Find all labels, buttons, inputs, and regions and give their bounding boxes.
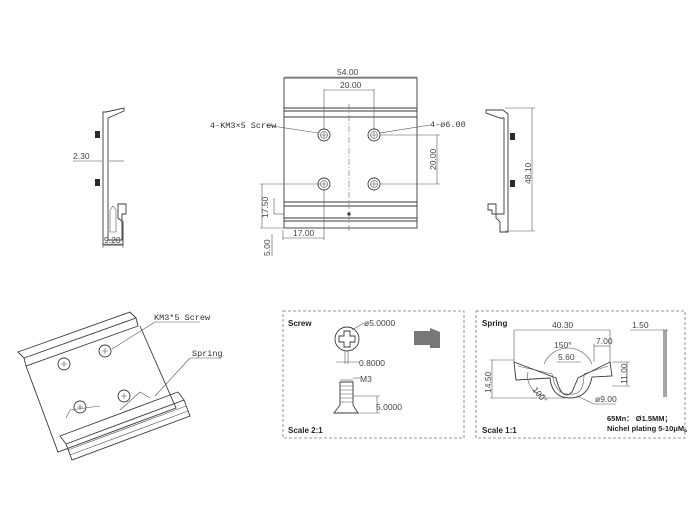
screw-thread: M3 xyxy=(360,374,372,384)
screw-marker xyxy=(95,131,100,138)
dim-width: 54.00 xyxy=(337,67,359,77)
dim-depth: 9.20 xyxy=(104,235,121,245)
screw-head xyxy=(117,389,131,403)
screw-callout: 4-KM3×5 Screw xyxy=(210,121,277,131)
left-side-view: 2.30 9.20 xyxy=(73,107,127,248)
screw-scale: Scale 2:1 xyxy=(288,426,323,435)
spring-tab-width: 7.00 xyxy=(596,336,613,346)
screw-head xyxy=(98,344,112,358)
screw-detail-title: Screw xyxy=(288,319,312,328)
dim-thickness: 2.30 xyxy=(73,151,90,161)
screw-marker xyxy=(510,180,515,187)
dim-height-lower: 17.50 xyxy=(260,196,270,218)
hole-callout: 4-ø6.00 xyxy=(430,120,466,130)
spring-slot-width: 5.60 xyxy=(558,352,575,362)
screw-slot-width: 0.8000 xyxy=(359,358,385,368)
screw-head-diameter: ø5.0000 xyxy=(364,318,395,328)
spring-bend-diameter: ø9.00 xyxy=(595,394,617,404)
front-view: 54.00 20.00 20.00 4-KM3×5 Screw 4-ø6.00 … xyxy=(210,67,466,256)
spring-inner-height: 11.00 xyxy=(619,363,629,384)
screw-hole xyxy=(317,128,331,142)
spring-scale: Scale 1:1 xyxy=(482,426,517,435)
iso-screw-callout: KM3*5 Screw xyxy=(154,313,211,323)
screw-detail-box: Screw ø5.0000 0.8000 M3 5.0000 Scale 2:1 xyxy=(282,310,465,439)
right-side-view: 48.10 xyxy=(485,107,535,233)
screw-marker xyxy=(510,133,515,140)
spring-detail-box: Spring 40.30 150° 7.00 5.60 14.50 11.00 … xyxy=(475,310,692,439)
iso-spring-callout: Spring xyxy=(192,349,223,359)
dim-hole-spacing-h: 20.00 xyxy=(340,80,362,90)
isometric-view: KM3*5 Screw Spring xyxy=(17,311,223,461)
spring-detail-title: Spring xyxy=(482,319,507,328)
dim-hole-spacing-v: 20.00 xyxy=(428,148,438,170)
spring-plating: Nichel plating 5-10μM。 xyxy=(607,424,692,433)
screw-hole xyxy=(367,128,381,142)
dim-offset-left: 17.00 xyxy=(293,228,315,238)
screw-side-icon xyxy=(414,328,440,348)
spring-width: 40.30 xyxy=(552,320,574,330)
screw-marker xyxy=(95,179,100,186)
spring-material: 65Mn： Ø1.5MM； xyxy=(607,414,672,424)
spring-angle-top: 150° xyxy=(554,340,572,350)
spring-angle-side: 100° xyxy=(530,385,549,405)
screw-head xyxy=(57,357,71,371)
screw-head xyxy=(73,400,87,414)
screw-length: 5.0000 xyxy=(376,402,402,412)
spring-height: 14.50 xyxy=(483,371,493,393)
dim-height: 48.10 xyxy=(523,162,533,184)
dim-bottom-offset: 5.00 xyxy=(262,239,272,256)
screw-hole xyxy=(367,177,381,191)
spring-thickness: 1.50 xyxy=(632,320,649,330)
